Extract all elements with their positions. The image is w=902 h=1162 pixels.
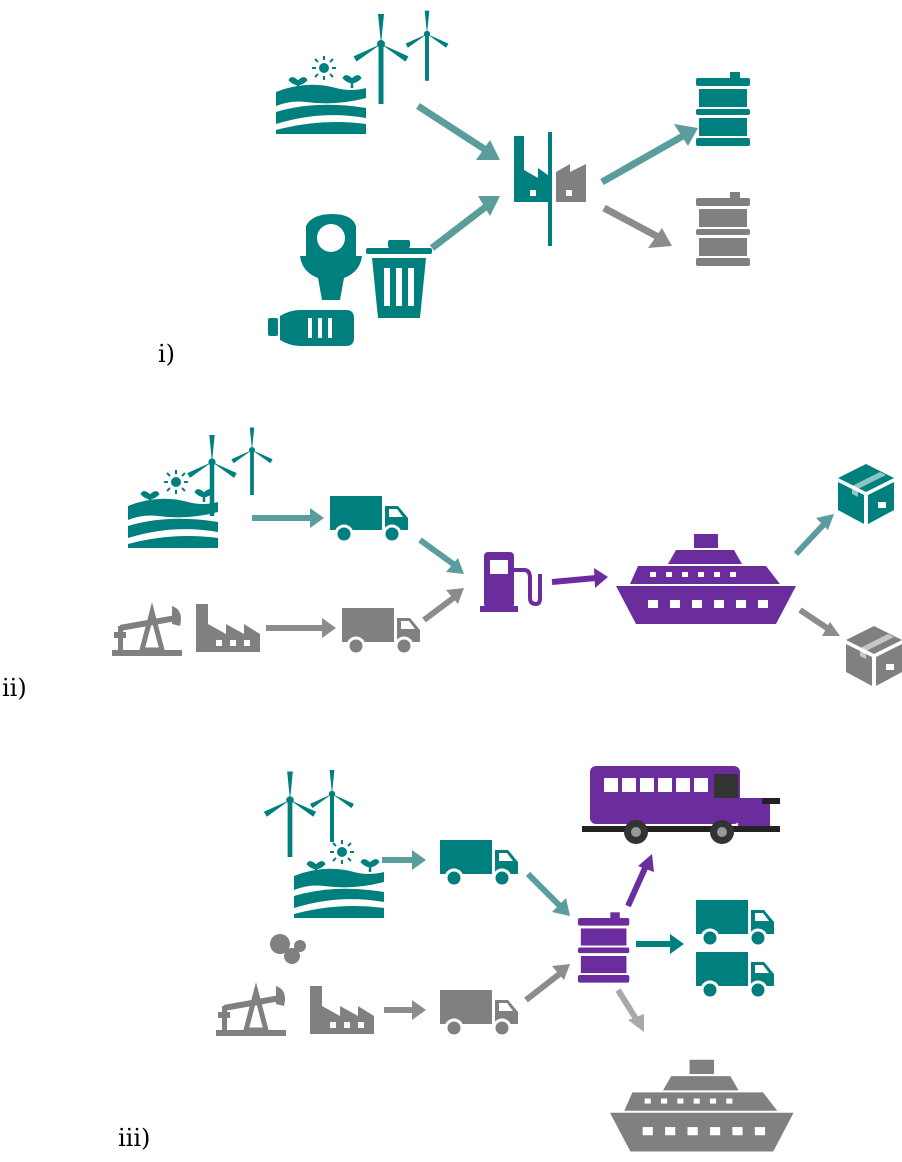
wind-turbine-icon [353,10,449,104]
panel-label: i) [158,340,175,368]
ship-icon [610,1059,794,1152]
smoke-icon [270,934,306,964]
arrow [418,537,458,569]
factory-icon [514,132,586,246]
solar-farm-icon [292,838,386,920]
oil-pump-icon [112,606,182,656]
barrel-icon [696,72,750,146]
box-icon [846,626,902,686]
panel-label: iii) [118,1124,150,1152]
panel-label: ii) [2,674,27,702]
ship-icon [616,534,796,624]
truck-icon [340,606,422,656]
truck-icon [694,898,776,948]
arrow [422,593,458,623]
arrow [525,871,565,911]
solar-farm-icon [126,468,220,550]
panel-iii [216,766,794,1152]
barrel-icon [578,912,630,983]
arrow [416,103,692,251]
solar-farm-icon [274,54,368,136]
arrow [551,575,597,585]
wind-turbine-icon [263,770,354,857]
fuel-pump-icon [480,552,542,612]
arrow [793,519,829,557]
barrel-icon [696,192,750,266]
arrow [615,988,641,1024]
truck-icon [694,950,776,1000]
factory-icon [310,986,374,1034]
wind-turbine-icon [187,427,273,516]
arrow [798,607,832,633]
bus-icon [582,766,780,844]
truck-icon [438,838,520,888]
truck-icon [328,494,410,544]
arrow [602,204,666,244]
trash-can-icon [366,240,432,318]
box-icon [838,464,894,524]
arrow [524,969,564,1003]
plastic-bottle-icon [268,310,354,346]
truck-icon [438,988,520,1038]
factory-icon [196,604,260,652]
panel-ii [112,427,902,686]
toilet-icon [300,214,362,300]
oil-pump-icon [216,986,286,1036]
panel-i [268,10,750,346]
arrow [625,864,649,908]
